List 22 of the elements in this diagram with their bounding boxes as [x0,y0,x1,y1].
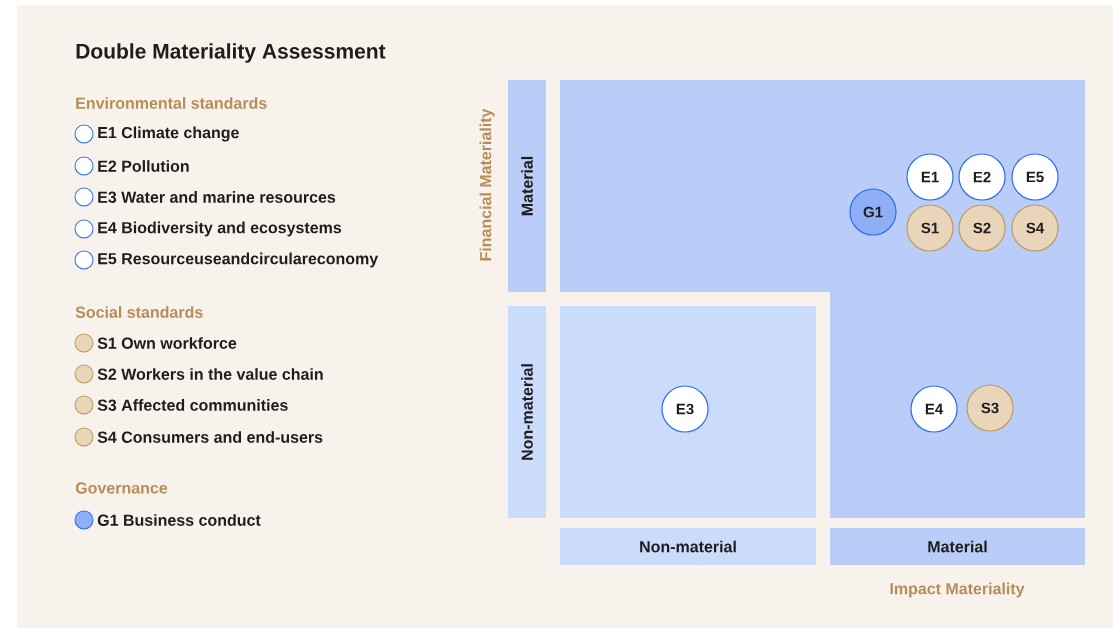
legend-text: E3 Water and marine resources [98,191,336,203]
legend-text: E1 Climate change [98,126,239,142]
legend-text: S4 Consumers and end-users [97,431,323,443]
axis-title: Impact Materiality [890,582,1025,598]
heading: Social standards [75,306,203,318]
axis-title: Financial Materiality [479,108,495,261]
heading: Governance [75,482,168,494]
axis-band: Non-material [560,528,816,565]
axis-band: Non-material [508,306,546,518]
legend-text: S2 Workers in the value chain [97,368,323,380]
legend-text: E5 Resourceuseandcirculareconomy [98,252,379,268]
legend-text: S1 Own workforce [97,337,237,349]
axis-band: Material [830,528,1085,565]
legend-text: G1 Business conduct [97,514,261,526]
legend-text: S3 Affected communities [97,399,288,411]
quadrant-area [560,80,1085,518]
title: Double Materiality Assessment [76,43,386,63]
legend-text: E2 Pollution [98,160,189,172]
legend-text: E4 Biodiversity and ecosystems [98,221,342,237]
heading: Environmental standards [76,97,267,109]
quadrant-area [560,306,816,518]
axis-band: Material [508,80,546,292]
